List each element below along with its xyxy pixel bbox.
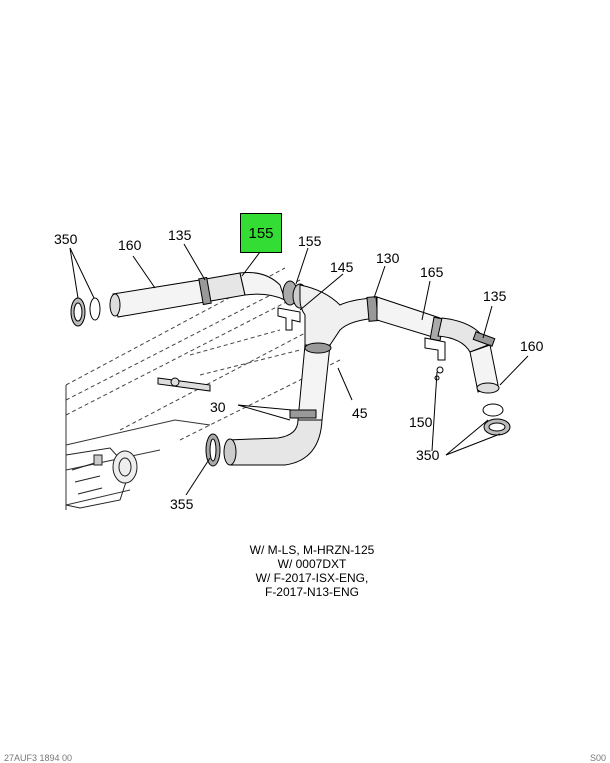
leader-lines (69, 243, 529, 496)
callout-145: 145 (330, 259, 354, 275)
callout-165: 165 (420, 264, 444, 280)
callout-155-highlighted: 155 (240, 213, 282, 253)
bracket-150 (424, 337, 446, 381)
drawing-number: 27AUF3 1894 00 (4, 753, 73, 763)
hose-135-left (198, 272, 246, 306)
tube-165 (376, 296, 445, 342)
callout-160-left: 160 (118, 237, 142, 253)
bracket-145 (277, 307, 301, 331)
callout-350-right: 350 (416, 447, 440, 463)
tube-160-right (469, 344, 500, 394)
tube-45 (297, 342, 332, 421)
clamp-130 (366, 296, 379, 322)
callout-135-left: 135 (168, 227, 192, 243)
tube-160-left (109, 279, 206, 318)
callout-130: 130 (376, 250, 400, 266)
applicability-line: W/ 0007DXT (277, 557, 347, 571)
callout-155: 155 (298, 233, 322, 249)
applicability-note: W/ M-LS, M-HRZN-125 W/ 0007DXT W/ F-2017… (200, 543, 424, 599)
callout-350-left: 350 (54, 231, 78, 247)
clamp-350-left (70, 297, 101, 327)
tee-junction (299, 284, 379, 346)
hose-30 (223, 409, 323, 466)
sheet-code: S00 (589, 753, 606, 763)
callout-45: 45 (352, 405, 368, 421)
turbo-housing (65, 447, 138, 509)
callout-160-right: 160 (520, 338, 544, 354)
callout-355: 355 (170, 496, 194, 512)
applicability-line: W/ F-2017-ISX-ENG, (255, 571, 369, 585)
callout-135-right: 135 (483, 288, 507, 304)
applicability-line: W/ M-LS, M-HRZN-125 (249, 543, 375, 557)
applicability-line: F-2017-N13-ENG (264, 585, 360, 599)
callout-30: 30 (210, 399, 226, 415)
clamp-350-right (482, 403, 511, 436)
sensor-rod (157, 377, 211, 392)
callout-150: 150 (409, 414, 433, 430)
tube-155 (239, 272, 286, 301)
